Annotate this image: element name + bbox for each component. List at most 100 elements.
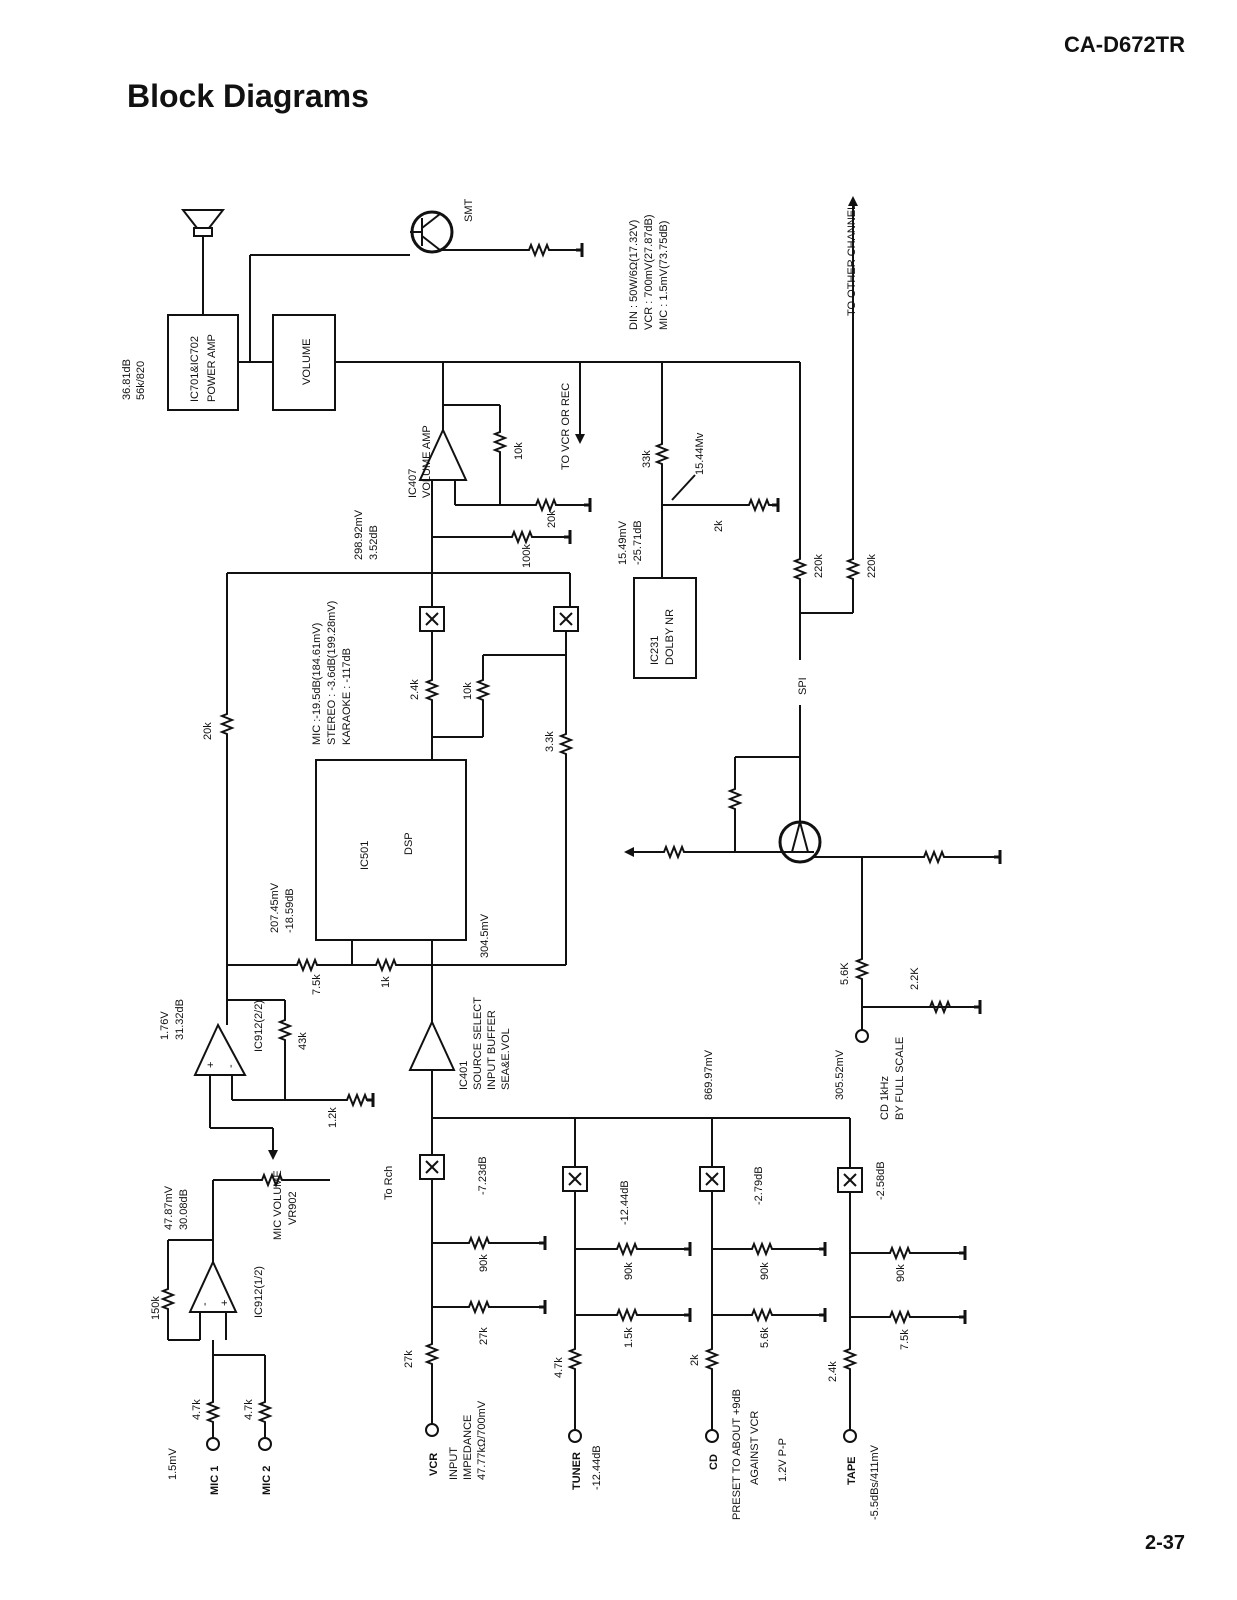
r-100k: 100k bbox=[521, 544, 533, 568]
level-3008db: 30.08dB bbox=[178, 1189, 190, 1230]
dolby-nr-block bbox=[633, 577, 697, 679]
cd-note-3: 1.2V P-P bbox=[777, 1438, 789, 1482]
r-150k: 150k bbox=[150, 1296, 162, 1320]
r-1.2k: 1.2k bbox=[327, 1107, 339, 1128]
power-level-1: 36.81dB bbox=[121, 359, 133, 400]
to-vcr-or-rec: TO VCR OR REC bbox=[560, 383, 572, 470]
dsp-label-1: IC501 bbox=[359, 841, 371, 870]
r-tape-series: 2.4k bbox=[827, 1361, 839, 1382]
jack-tuner-label: TUNER bbox=[571, 1452, 583, 1490]
mic-level-1.5mv: 1.5mV bbox=[167, 1448, 179, 1480]
vcr-note-1: INPUT bbox=[448, 1447, 460, 1480]
r-cd-90k: 90k bbox=[759, 1262, 771, 1280]
r-2.4k-dsp: 2.4k bbox=[409, 679, 421, 700]
r-cd-series: 2k bbox=[689, 1354, 701, 1366]
tape-channel bbox=[837, 1118, 967, 1443]
spi-transistor-icon bbox=[778, 820, 822, 864]
gain-tape: -2.58dB bbox=[875, 1161, 887, 1200]
r-vcr-90k: 90k bbox=[478, 1254, 490, 1272]
r-tuner-90k: 90k bbox=[623, 1262, 635, 1280]
spec-mic: MIC : 1.5mV(73.75dB) bbox=[658, 221, 670, 330]
r-5.6k-cd: 5.6K bbox=[839, 962, 851, 985]
source-select-triangle bbox=[408, 1019, 456, 1071]
jack-mic1-label: MIC 1 bbox=[209, 1466, 221, 1495]
dolby-label-2: DOLBY NR bbox=[664, 609, 676, 665]
to-other-channel: TO OTHER CHANNEL bbox=[846, 204, 858, 316]
spec-din: DIN : 50W/6Ω(17.32V) bbox=[628, 220, 640, 330]
level-207mv: 207.45mV bbox=[269, 882, 281, 933]
level-3132db: 31.32dB bbox=[174, 999, 186, 1040]
gain-vcr: -7.23dB bbox=[477, 1156, 489, 1195]
spec-vcr: VCR : 700mV(27.87dB) bbox=[643, 214, 655, 330]
power-level-2: 56k/820 bbox=[135, 361, 147, 400]
jack-cd-label: CD bbox=[708, 1454, 720, 1470]
r-2k-dolby: 2k bbox=[713, 520, 725, 532]
volume-amp-label-2: VOLUME AMP bbox=[421, 425, 433, 498]
mic-amp1-triangle bbox=[188, 1259, 238, 1313]
smt-transistor-icon bbox=[410, 210, 454, 254]
mic-volume-label-2: VR902 bbox=[287, 1191, 299, 1225]
mic-amp2-minus: - bbox=[225, 1064, 237, 1068]
mic-amp1-plus: + bbox=[219, 1300, 231, 1306]
r-1k: 1k bbox=[380, 976, 392, 988]
smt-label: SMT bbox=[463, 199, 475, 223]
power-amp-label-2: POWER AMP bbox=[206, 334, 218, 402]
source-select-1: IC401 bbox=[458, 1061, 470, 1090]
jack-tape-label: TAPE bbox=[846, 1456, 858, 1485]
r-3.3k-dsp: 3.3k bbox=[544, 731, 556, 752]
r-10k-dsp: 10k bbox=[462, 682, 474, 700]
r-tuner-series: 4.7k bbox=[553, 1357, 565, 1378]
mic-amp2-label: IC912(2/2) bbox=[253, 1000, 265, 1052]
page-number: 2-37 bbox=[1144, 1532, 1185, 1554]
model-number: CA-D672TR bbox=[1063, 32, 1185, 57]
dsp-level-stereo: STEREO : -3.6dB(199.28mV) bbox=[326, 601, 338, 745]
power-amp-block bbox=[167, 314, 239, 411]
r-7.5k: 7.5k bbox=[311, 974, 323, 995]
level-298mv: 298.92mV bbox=[353, 509, 365, 560]
tuner-note: -12.44dB bbox=[591, 1445, 603, 1490]
source-select-2: SOURCE SELECT bbox=[472, 997, 484, 1090]
mic-volume-label-1: MIC VOLUME bbox=[272, 1170, 284, 1240]
dolby-level-2: -25.71dB bbox=[632, 520, 644, 565]
dsp-level-mic: MIC :-19.5dB(184.61mV) bbox=[311, 623, 323, 745]
r-220k-b: 220k bbox=[866, 554, 878, 578]
r-4.7k-mic2: 4.7k bbox=[243, 1399, 255, 1420]
page-title: Block Diagrams bbox=[127, 78, 369, 114]
dolby-level-1: 15.49mV bbox=[617, 520, 629, 565]
volume-block bbox=[272, 314, 336, 411]
level-1859db: -18.59dB bbox=[284, 888, 296, 933]
r-33k: 33k bbox=[641, 450, 653, 468]
cd-channel bbox=[699, 1118, 827, 1443]
dsp-level-karaoke: KARAOKE : -117dB bbox=[341, 648, 353, 745]
cd-note-1: PRESET TO ABOUT +9dB bbox=[731, 1389, 743, 1520]
jack-vcr-label: VCR bbox=[428, 1453, 440, 1476]
source-select-3: INPUT BUFFER bbox=[486, 1010, 498, 1090]
tuner-channel bbox=[562, 1118, 692, 1443]
r-20k-fb: 20k bbox=[202, 722, 214, 740]
level-30552mv: 305.52mV bbox=[834, 1049, 846, 1100]
r-4.7k-mic1: 4.7k bbox=[191, 1399, 203, 1420]
level-86997mv: 869.97mV bbox=[703, 1049, 715, 1100]
mic-amp1-minus: - bbox=[199, 1302, 211, 1306]
r-vcr-series: 27k bbox=[403, 1350, 415, 1368]
vcr-note-2: IMPEDANCE bbox=[462, 1415, 474, 1480]
tape-note: -5.5dBs/411mV bbox=[869, 1444, 881, 1520]
r-20k: 20k bbox=[546, 510, 558, 528]
cd-ref-2: BY FULL SCALE bbox=[894, 1037, 906, 1120]
dsp-label-2: DSP bbox=[403, 832, 415, 855]
r-vcr-27k: 27k bbox=[478, 1327, 490, 1345]
volume-amp-label-1: IC407 bbox=[407, 469, 419, 498]
jack-mic2-label: MIC 2 bbox=[261, 1466, 273, 1495]
r-10k-top: 10k bbox=[513, 442, 525, 460]
level-4787mv: 47.87mV bbox=[163, 1185, 175, 1230]
spi-label: SPI bbox=[797, 677, 809, 695]
dolby-label-1: IC231 bbox=[649, 636, 661, 665]
r-220k-a: 220k bbox=[813, 554, 825, 578]
speaker-icon bbox=[180, 209, 226, 315]
cd-note-2: AGAINST VCR bbox=[749, 1411, 761, 1485]
vcr-note-3: 47.77kΩ/700mV bbox=[476, 1400, 488, 1480]
level-3045mv: 304.5mV bbox=[479, 913, 491, 958]
r-tuner-1.5k: 1.5k bbox=[623, 1327, 635, 1348]
r-tape-7.5k: 7.5k bbox=[899, 1329, 911, 1350]
